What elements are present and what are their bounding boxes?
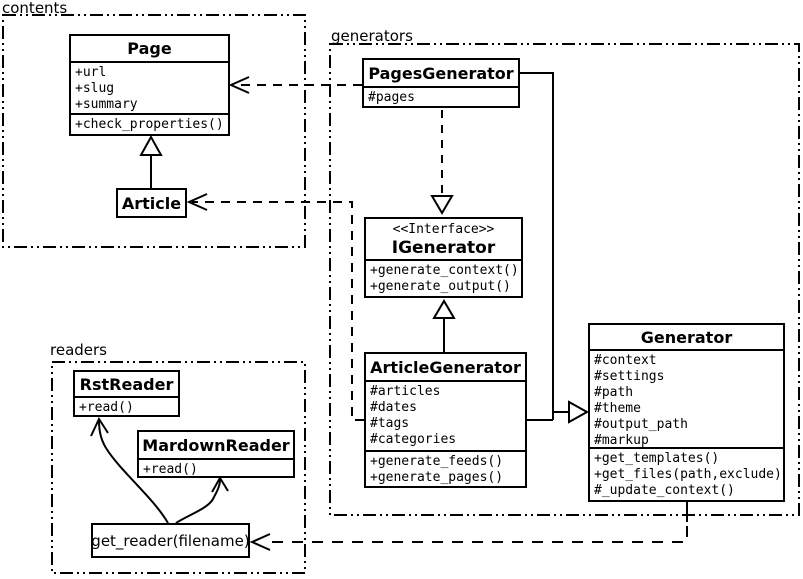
method-row: #_update_context() [594, 483, 735, 498]
class-title-generator: Generator [640, 327, 733, 347]
method-row: +generate_feeds() [370, 454, 504, 469]
class-box-generator: Generator #context #settings #path #them… [588, 323, 785, 502]
attribute-row: #path [594, 385, 634, 400]
class-methods-articlegenerator: +generate_feeds() +generate_pages() [366, 450, 525, 486]
class-title-articlegenerator: ArticleGenerator [370, 357, 521, 377]
class-box-articlegenerator: ArticleGenerator #articles #dates #tags … [364, 352, 527, 488]
edge-getreader-to-rstreader-arrow [90, 416, 169, 524]
method-row: +read() [79, 400, 134, 415]
attribute-row: +slug [75, 81, 115, 96]
attribute-row: #output_path [594, 417, 688, 432]
class-box-mardownreader: MardownReader +read() [137, 430, 295, 478]
edge-articlegenerator-to-article-dependency [186, 193, 364, 421]
class-title-pagesgenerator: PagesGenerator [368, 63, 514, 83]
class-title-page: Page [127, 39, 172, 58]
package-label-contents: contents [2, 0, 68, 17]
class-methods-igenerator: +generate_context() +generate_output() [366, 259, 521, 296]
attribute-row: #markup [594, 433, 649, 448]
method-row: +generate_pages() [370, 470, 504, 485]
class-attributes-pagesgenerator: #pages [364, 86, 518, 106]
package-generators-border [329, 43, 800, 516]
class-methods-mardownreader: +read() [139, 458, 293, 478]
package-readers-border [51, 361, 306, 574]
edge-generator-to-getreader-dependency [249, 502, 688, 551]
method-row: +read() [143, 462, 198, 477]
class-box-rstreader: RstReader +read() [73, 370, 180, 417]
attribute-row: +summary [75, 97, 138, 112]
class-attributes-articlegenerator: #articles #dates #tags #categories [366, 380, 525, 450]
function-box-get-reader: get_reader(filename) [91, 523, 250, 558]
edge-pagesgenerator-to-igenerator-realization [430, 110, 454, 215]
class-title-rstreader: RstReader [79, 374, 174, 394]
method-row: +generate_output() [370, 279, 511, 294]
class-title-mardownreader: MardownReader [142, 435, 290, 455]
attribute-row: #tags [370, 416, 410, 431]
package-label-readers: readers [50, 341, 107, 359]
class-title-article: Article [121, 193, 182, 213]
package-contents-border [2, 14, 306, 248]
edge-generators-to-generator-generalization [520, 72, 590, 424]
edge-getreader-to-mardownreader-arrow [175, 476, 229, 524]
class-box-article: Article [116, 188, 187, 218]
class-title-igenerator: IGenerator [391, 238, 496, 258]
class-stereotype-igenerator: <<Interface>> [392, 222, 495, 237]
class-box-igenerator: <<Interface>> IGenerator +generate_conte… [364, 217, 523, 298]
attribute-row: #pages [368, 90, 415, 105]
function-label-get-reader: get_reader(filename) [91, 531, 250, 550]
class-attributes-generator: #context #settings #path #theme #output_… [590, 349, 783, 448]
class-methods-page: +check_properties() [71, 113, 228, 134]
method-row: +check_properties() [75, 117, 224, 132]
package-label-generators: generators [331, 27, 413, 45]
attribute-row: #theme [594, 401, 641, 416]
edge-pagesgenerator-to-page-dependency [228, 76, 362, 94]
attribute-row: #settings [594, 369, 665, 384]
edge-article-to-page-generalization [139, 134, 163, 188]
method-row: +get_files(path,exclude) [594, 467, 782, 482]
attribute-row: #context [594, 353, 657, 368]
attribute-row: #dates [370, 400, 417, 415]
attribute-row: #categories [370, 432, 457, 447]
attribute-row: #articles [370, 384, 441, 399]
edge-articlegenerator-to-igenerator-generalization [432, 299, 456, 352]
attribute-row: +url [75, 65, 107, 80]
class-box-page: Page +url +slug +summary +check_properti… [69, 34, 230, 136]
class-header-igenerator: <<Interface>> IGenerator [366, 219, 521, 259]
class-methods-generator: +get_templates() +get_files(path,exclude… [590, 447, 783, 500]
class-attributes-page: +url +slug +summary [71, 61, 228, 113]
class-box-pagesgenerator: PagesGenerator #pages [362, 58, 520, 108]
class-methods-rstreader: +read() [75, 396, 178, 416]
method-row: +get_templates() [594, 451, 720, 466]
method-row: +generate_context() [370, 263, 519, 278]
